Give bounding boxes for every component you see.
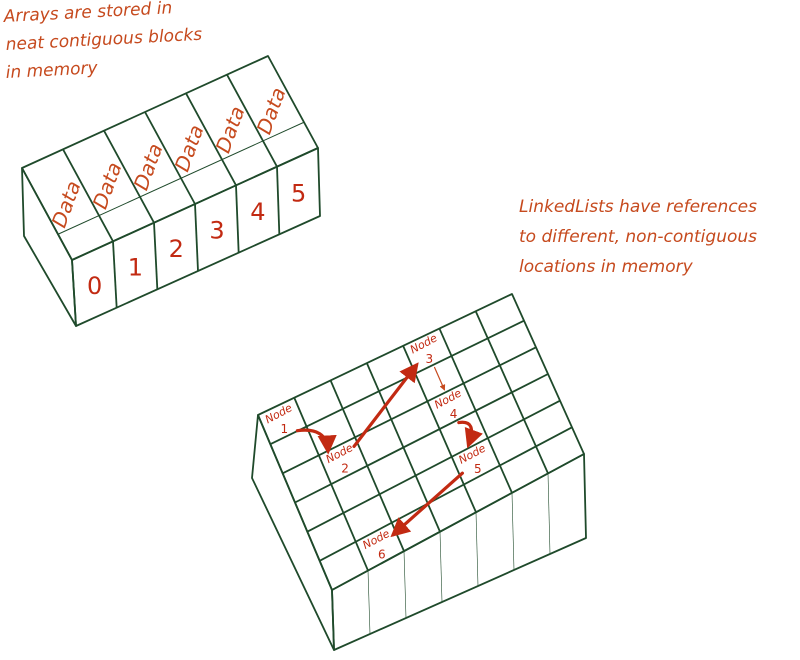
grid-row-line (282, 346, 537, 475)
grid-row-line (294, 373, 549, 504)
reference-arrow (433, 366, 446, 391)
array-index-label: 3 (209, 217, 224, 245)
grid-front-line (475, 512, 479, 587)
linked-caption-line-3: locations in memory (519, 257, 694, 277)
reference-arrow (457, 420, 483, 449)
linked-list-caption: LinkedLists have references to different… (519, 197, 757, 277)
grid-front-line (547, 473, 551, 555)
grid-front-face (331, 453, 587, 651)
reference-arrow (295, 428, 337, 455)
grid-row-line (306, 399, 561, 533)
array-index-divider (235, 185, 240, 253)
array-block (21, 55, 321, 327)
array-index-label: 4 (250, 198, 265, 226)
array-index-label: 2 (169, 235, 184, 263)
linked-caption-line-2: to different, non-contiguous (519, 227, 757, 247)
array-caption-line-2: neat contiguous blocks (5, 25, 203, 55)
reference-arrow (352, 362, 419, 448)
array-index-divider (112, 241, 118, 308)
grid-row-line (269, 319, 525, 445)
array-cell-divider (62, 148, 114, 242)
node-number: 5 (474, 462, 482, 476)
array-data-label: Data (129, 140, 168, 193)
array-data-label: Data (88, 159, 127, 212)
array-index-divider (194, 203, 199, 272)
node-number: 3 (426, 352, 434, 366)
grid-front-line (367, 570, 371, 635)
node-number: 6 (378, 548, 386, 562)
array-cell-divider (144, 111, 196, 205)
reference-arrow (390, 471, 464, 538)
array-index-label: 1 (128, 254, 143, 282)
grid-front-line (403, 551, 407, 619)
node-number: 1 (280, 422, 288, 436)
node-number: 4 (450, 407, 458, 421)
grid-front-line (439, 531, 443, 603)
linked-caption-line-1: LinkedLists have references (519, 197, 757, 217)
grid-front-line (511, 492, 515, 571)
array-cell-divider (185, 92, 237, 186)
array-cell-rim (57, 121, 305, 235)
array-cell-divider (103, 130, 155, 224)
array-index-label: 5 (291, 180, 306, 208)
array-end-face (21, 167, 77, 327)
array-index-divider (153, 222, 159, 290)
reference-arrows (295, 362, 483, 538)
array-data-label: Data (252, 84, 291, 137)
array-data-label: Data (211, 103, 250, 156)
node-number: 2 (341, 462, 349, 476)
array-data-label: Data (47, 178, 86, 231)
grid-row-line (319, 426, 573, 562)
array-index-label: 0 (87, 272, 102, 300)
array-data-label: Data (170, 122, 209, 175)
array-caption: Arrays are stored in neat contiguous blo… (2, 0, 203, 83)
array-index-divider (276, 166, 281, 235)
array-cell-divider (226, 74, 278, 168)
array-caption-line-3: in memory (5, 58, 99, 83)
grid-side-face (251, 414, 335, 651)
array-caption-line-1: Arrays are stored in (2, 0, 173, 27)
